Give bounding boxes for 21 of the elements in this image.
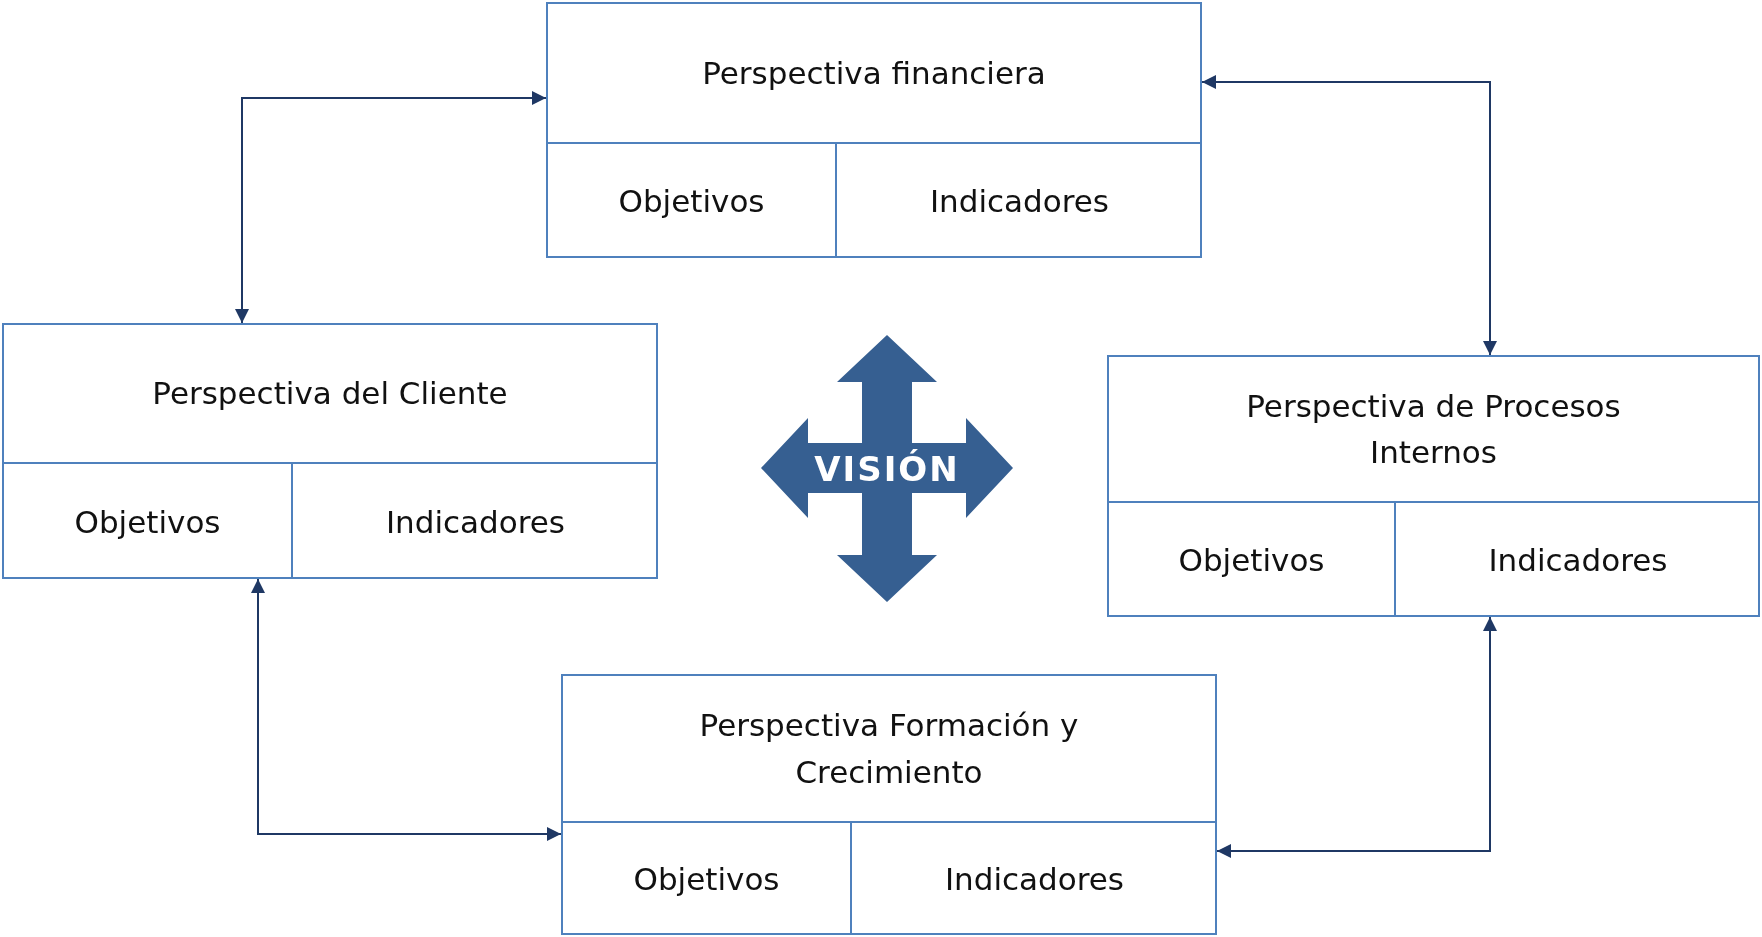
table-cell: Objetivos bbox=[1109, 501, 1394, 617]
perspective-table bbox=[561, 674, 1217, 935]
table-cell: Objetivos bbox=[4, 462, 291, 579]
table-cell: Objetivos bbox=[563, 821, 850, 935]
elbow-arrow bbox=[1201, 75, 1497, 356]
perspective-title: Perspectiva Formación y Crecimiento bbox=[698, 706, 1080, 792]
table-cell: Objetivos bbox=[548, 142, 835, 258]
perspective-title: Perspectiva de Procesos Internos bbox=[1245, 386, 1622, 472]
perspective-table bbox=[546, 2, 1202, 258]
perspective-table bbox=[1107, 355, 1760, 617]
perspective-title: Perspectiva financiera bbox=[701, 53, 1047, 93]
elbow-arrow bbox=[1216, 616, 1497, 858]
table-cell: Indicadores bbox=[850, 821, 1217, 935]
perspective-title: Perspectiva del Cliente bbox=[151, 374, 509, 414]
four-way-arrow: VISIÓN bbox=[761, 335, 1013, 602]
table-cell: Indicadores bbox=[835, 142, 1202, 258]
table-cell: Indicadores bbox=[1394, 501, 1760, 617]
elbow-arrow bbox=[251, 578, 562, 841]
table-cell: Indicadores bbox=[291, 462, 658, 579]
perspective-table bbox=[2, 323, 658, 579]
elbow-arrow bbox=[235, 91, 547, 324]
